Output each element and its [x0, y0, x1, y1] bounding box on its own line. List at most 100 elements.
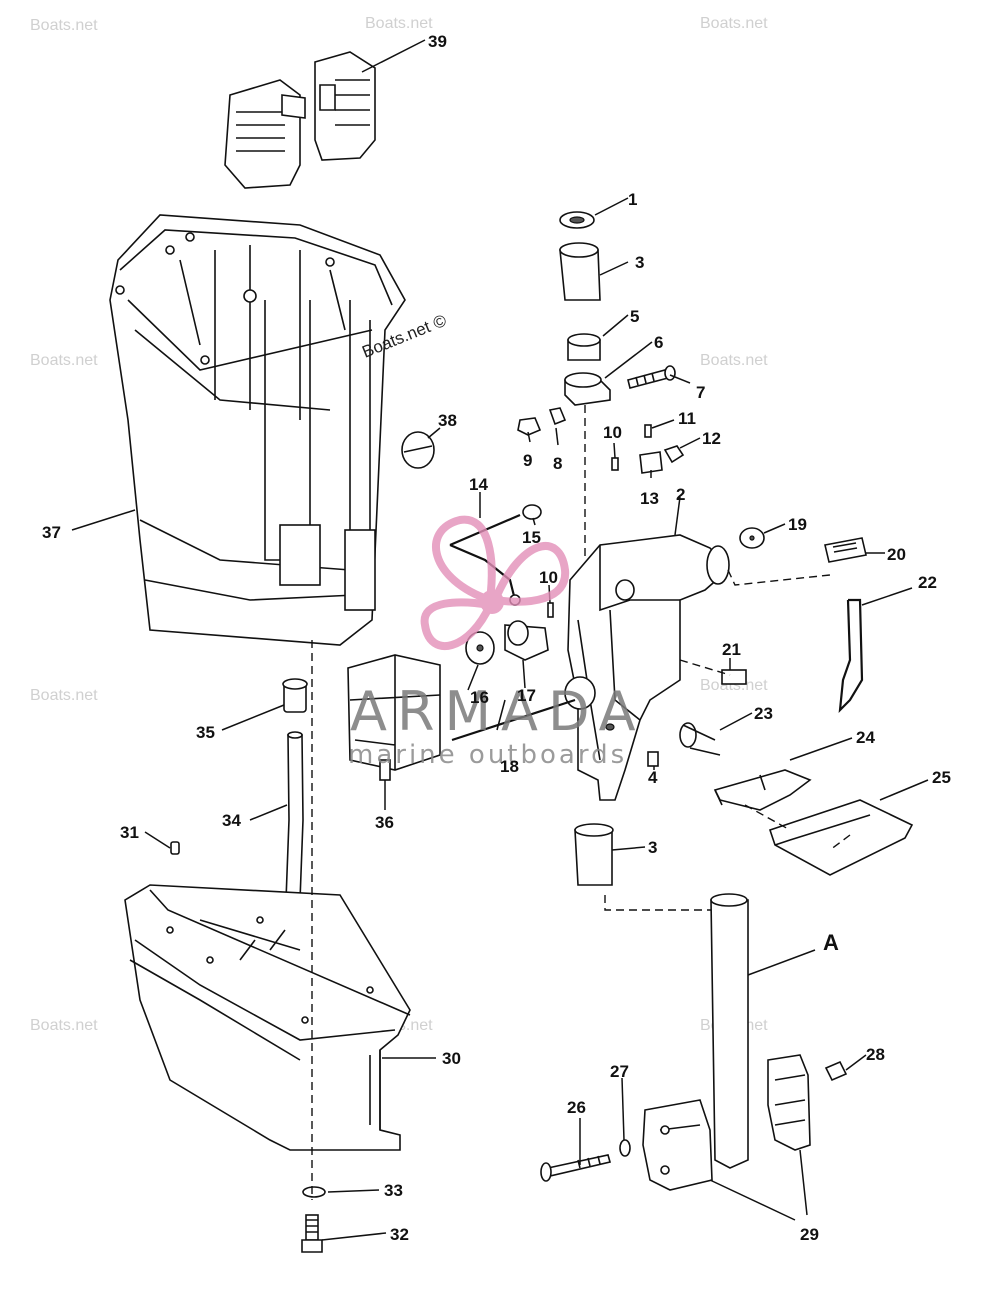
callout-22: 22: [918, 573, 937, 592]
callout-18: 18: [500, 757, 519, 776]
part-30-exhaust-housing: [124, 884, 411, 1151]
watermark-text: Boats.net: [30, 687, 98, 704]
part-24-plate: [713, 769, 812, 811]
armada-brand-text: ARMADA: [350, 680, 646, 743]
part-39-covers: [224, 51, 376, 189]
callout-7: 7: [696, 383, 705, 402]
part-10-pin-upper: [611, 457, 619, 471]
callout-39: 39: [428, 32, 447, 51]
callout-2: 2: [676, 485, 685, 504]
part-6-clamp: [564, 372, 611, 406]
part-29-clamp-halves: [642, 1054, 811, 1191]
watermark-text: Boats.net: [30, 352, 98, 369]
part-18-shaft: [451, 698, 576, 742]
callout-14: 14: [469, 475, 488, 494]
callout-28: 28: [866, 1045, 885, 1064]
watermark-text: Boats.net: [700, 677, 768, 694]
part-35-grommet: [282, 678, 308, 713]
callout-A: A: [823, 930, 839, 955]
callout-33: 33: [384, 1181, 403, 1200]
part-20-decal: [824, 537, 867, 563]
callout-17: 17: [517, 686, 536, 705]
part-9-washer: [517, 417, 542, 436]
callout-16: 16: [470, 688, 489, 707]
part-25-bracket: [768, 799, 914, 876]
callout-10: 10: [539, 568, 558, 587]
part-4-fitting: [647, 751, 659, 767]
callout-labels: 39 1 3 5 6 7 9 8 10 11 12 13 2 14 15 10 …: [42, 32, 951, 1244]
part-3-bushing-lower: [574, 823, 614, 886]
part-17-arm: [504, 620, 549, 661]
callout-5: 5: [630, 307, 639, 326]
part-28-nut: [824, 1060, 848, 1082]
part-7-screw: [627, 365, 676, 389]
callout-38: 38: [438, 411, 457, 430]
callout-26: 26: [567, 1098, 586, 1117]
part-32-bolt: [301, 1214, 323, 1253]
callout-13: 13: [640, 489, 659, 508]
callout-19: 19: [788, 515, 807, 534]
part-23-spring-clip: [679, 722, 721, 756]
callout-36: 36: [375, 813, 394, 832]
callout-11: 11: [678, 409, 696, 428]
part-31-pin: [170, 841, 180, 855]
callout-34: 34: [222, 811, 241, 830]
part-16-washer: [465, 631, 495, 665]
callout-24: 24: [856, 728, 875, 747]
part-15-bushing: [522, 504, 542, 520]
callout-30: 30: [442, 1049, 461, 1068]
callout-3: 3: [648, 838, 657, 857]
callout-27: 27: [610, 1062, 629, 1081]
part-3-bushing-upper: [559, 242, 601, 301]
assembly-axis-line: [604, 895, 721, 911]
part-26-bolt: [540, 1154, 612, 1182]
part-5-bushing: [567, 333, 601, 361]
callout-20: 20: [887, 545, 906, 564]
callout-31: 31: [120, 823, 139, 842]
watermark-text: Boats.net: [700, 15, 768, 32]
part-A-steering-tube: [710, 893, 749, 1169]
callout-10: 10: [603, 423, 622, 442]
part-12-nut: [663, 445, 685, 464]
part-21-decal: [721, 669, 747, 685]
part-38-plug: [401, 431, 435, 469]
part-22-spring: [838, 598, 864, 713]
part-10-pin-lower: [547, 602, 554, 618]
part-37-driveshaft-housing: [109, 214, 406, 646]
watermark-text: Boats.net: [365, 15, 433, 32]
assembly-axis-line: [744, 804, 851, 851]
callout-8: 8: [553, 454, 562, 473]
callout-12: 12: [702, 429, 721, 448]
callout-32: 32: [390, 1225, 409, 1244]
part-1-washer: [559, 211, 595, 229]
callout-25: 25: [932, 768, 951, 787]
callout-9: 9: [523, 451, 532, 470]
callout-23: 23: [754, 704, 773, 723]
leader-lines: [71, 39, 929, 1241]
part-27-washer: [619, 1139, 631, 1157]
callout-3: 3: [635, 253, 644, 272]
callout-4: 4: [648, 768, 658, 787]
part-8-washer: [548, 407, 567, 426]
part-34-tube: [285, 731, 304, 901]
armada-logo-watermark: ARMADA marine outboards: [348, 515, 646, 770]
watermark-text: Boats.net: [30, 17, 98, 34]
part-11-pin: [644, 424, 652, 438]
callout-6: 6: [654, 333, 663, 352]
armada-tagline-text: marine outboards: [348, 740, 627, 770]
part-13-block: [639, 451, 663, 474]
callout-15: 15: [522, 528, 541, 547]
assembly-axis-line: [679, 659, 731, 676]
watermark-text: Boats.net: [700, 352, 768, 369]
callout-21: 21: [722, 640, 741, 659]
assembly-axis-line: [727, 569, 831, 586]
part-36-mount: [347, 654, 441, 781]
watermark-text: Boats.net: [30, 1017, 98, 1034]
callout-37: 37: [42, 523, 61, 542]
part-33-washer: [302, 1186, 326, 1198]
callout-29: 29: [800, 1225, 819, 1244]
part-19-washer: [739, 527, 765, 549]
callout-1: 1: [628, 190, 637, 209]
callout-35: 35: [196, 723, 215, 742]
